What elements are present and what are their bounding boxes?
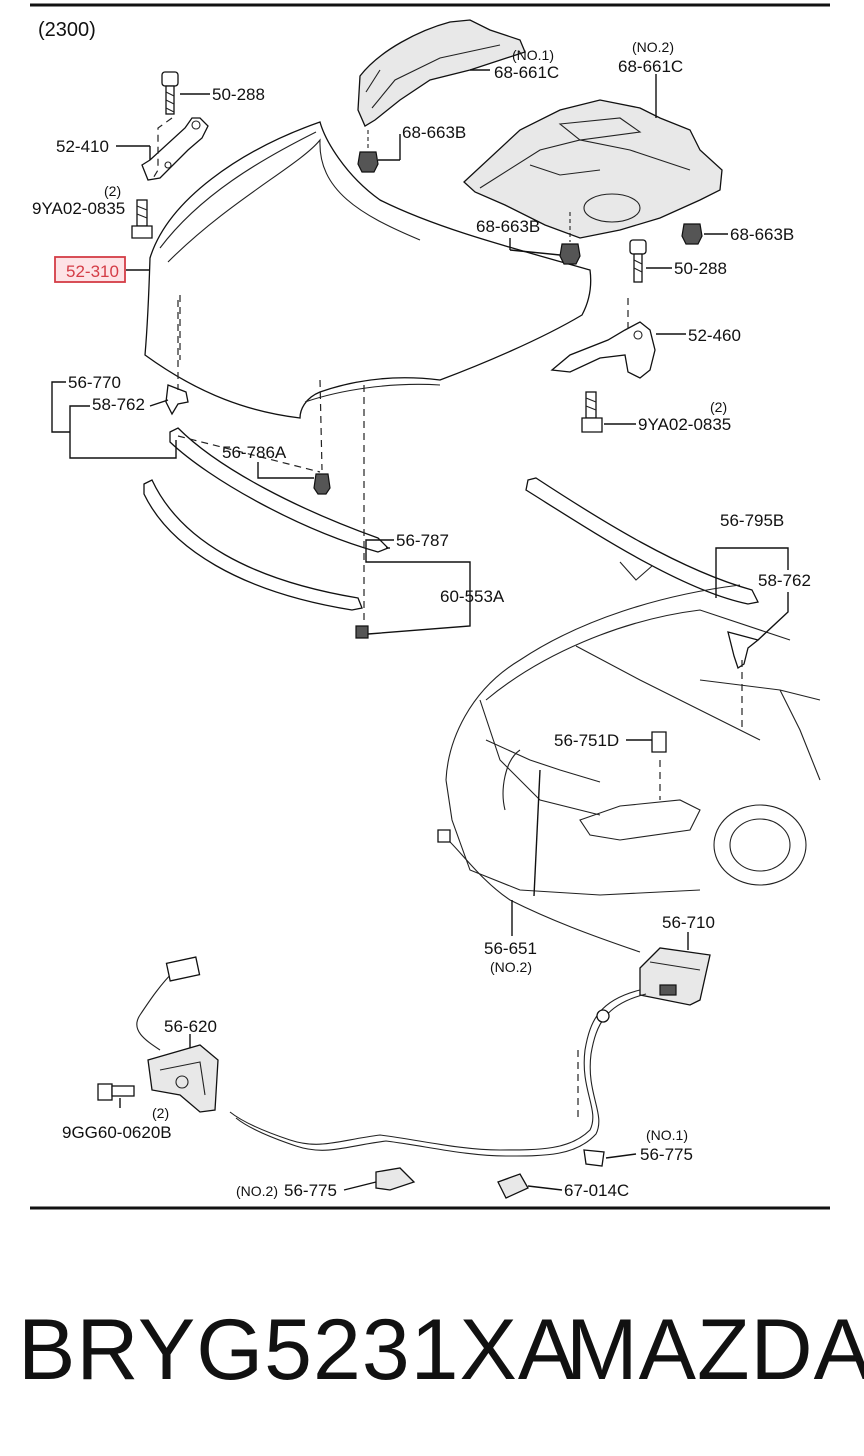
leader-lines [51, 69, 789, 1191]
callout-52-460: 52-460 [688, 326, 741, 345]
callout-labels: (2300) 50-288 52-410 (2) 9YA02-0835 52-3… [32, 19, 811, 1200]
callout-56-710: 56-710 [662, 913, 715, 932]
clip-67-014c [497, 1173, 529, 1199]
footer-caption: BRYG5231XA MAZDA [0, 1300, 864, 1410]
callout-9gg60-0620b: 9GG60-0620B [62, 1123, 172, 1142]
callout-68-661c-a: 68-661C [494, 63, 559, 82]
callout-9ya02-0835-b: 9YA02-0835 [638, 415, 731, 434]
weatherstrip-group [143, 300, 390, 639]
callout-52-410: 52-410 [56, 137, 109, 156]
callout-56-795b: 56-795B [720, 511, 784, 530]
callout-9ya02-0835-a: 9YA02-0835 [32, 199, 125, 218]
callout-no2-b: (NO.2) [490, 959, 532, 975]
callout-56-751d: 56-751D [554, 731, 619, 750]
callout-no1-a: (NO.1) [512, 47, 554, 63]
insulator-no2 [463, 99, 723, 239]
callout-56-786a: 56-786A [222, 443, 287, 462]
part-number: BRYG5231XA [18, 1302, 577, 1398]
callout-56-620: 56-620 [164, 1017, 217, 1036]
callout-50-288-b: 50-288 [674, 259, 727, 278]
callout-56-770: 56-770 [68, 373, 121, 392]
callout-68-663b-b: 68-663B [476, 217, 540, 236]
callout-50-288-a: 50-288 [212, 85, 265, 104]
callout-56-651: 56-651 [484, 939, 537, 958]
hood-latch-56-620 [97, 956, 219, 1113]
callout-58-762-b: 58-762 [758, 571, 811, 590]
callout-58-762-a: 58-762 [92, 395, 145, 414]
callout-56-775-a: 56-775 [640, 1145, 693, 1164]
callout-no1-b: (NO.1) [646, 1127, 688, 1143]
cable-56-651 [437, 829, 641, 953]
callout-68-661c-b: 68-661C [618, 57, 683, 76]
hinge-right-assembly [550, 239, 656, 433]
insulator-no1 [357, 19, 526, 127]
hood-panel [144, 121, 592, 419]
clip-56-775-no2 [375, 1167, 416, 1191]
highlight-box-52-310 [54, 256, 126, 283]
callout-56-775-b: 56-775 [284, 1181, 337, 1200]
vehicle-front [445, 561, 821, 897]
parts-diagram: (2300) 50-288 52-410 (2) 9YA02-0835 52-3… [30, 3, 830, 1210]
callout-68-663b-a: 68-663B [402, 123, 466, 142]
callout-qty-2-b: (2) [710, 399, 727, 415]
callout-60-553a: 60-553A [440, 587, 505, 606]
clip-68-663b-c [681, 223, 703, 245]
release-cable [229, 989, 647, 1157]
callout-no2-c: (NO.2) [236, 1183, 278, 1199]
group-code: (2300) [38, 19, 96, 41]
callout-67-014c: 67-014C [564, 1181, 629, 1200]
clip-56-775-no1 [583, 1149, 605, 1167]
callout-no2-a: (NO.2) [632, 39, 674, 55]
callout-56-787: 56-787 [396, 531, 449, 550]
callout-68-663b-c: 68-663B [730, 225, 794, 244]
clip-68-663b-b [559, 212, 581, 265]
callout-52-310[interactable]: 52-310 [66, 262, 119, 281]
release-lever-56-710 [639, 947, 711, 1006]
brand-name: MAZDA [566, 1302, 864, 1398]
callout-qty-2-c: (2) [152, 1105, 169, 1121]
callout-qty-2-a: (2) [104, 183, 121, 199]
clip-68-663b-a [357, 130, 379, 173]
hinge-left-assembly [131, 71, 209, 360]
